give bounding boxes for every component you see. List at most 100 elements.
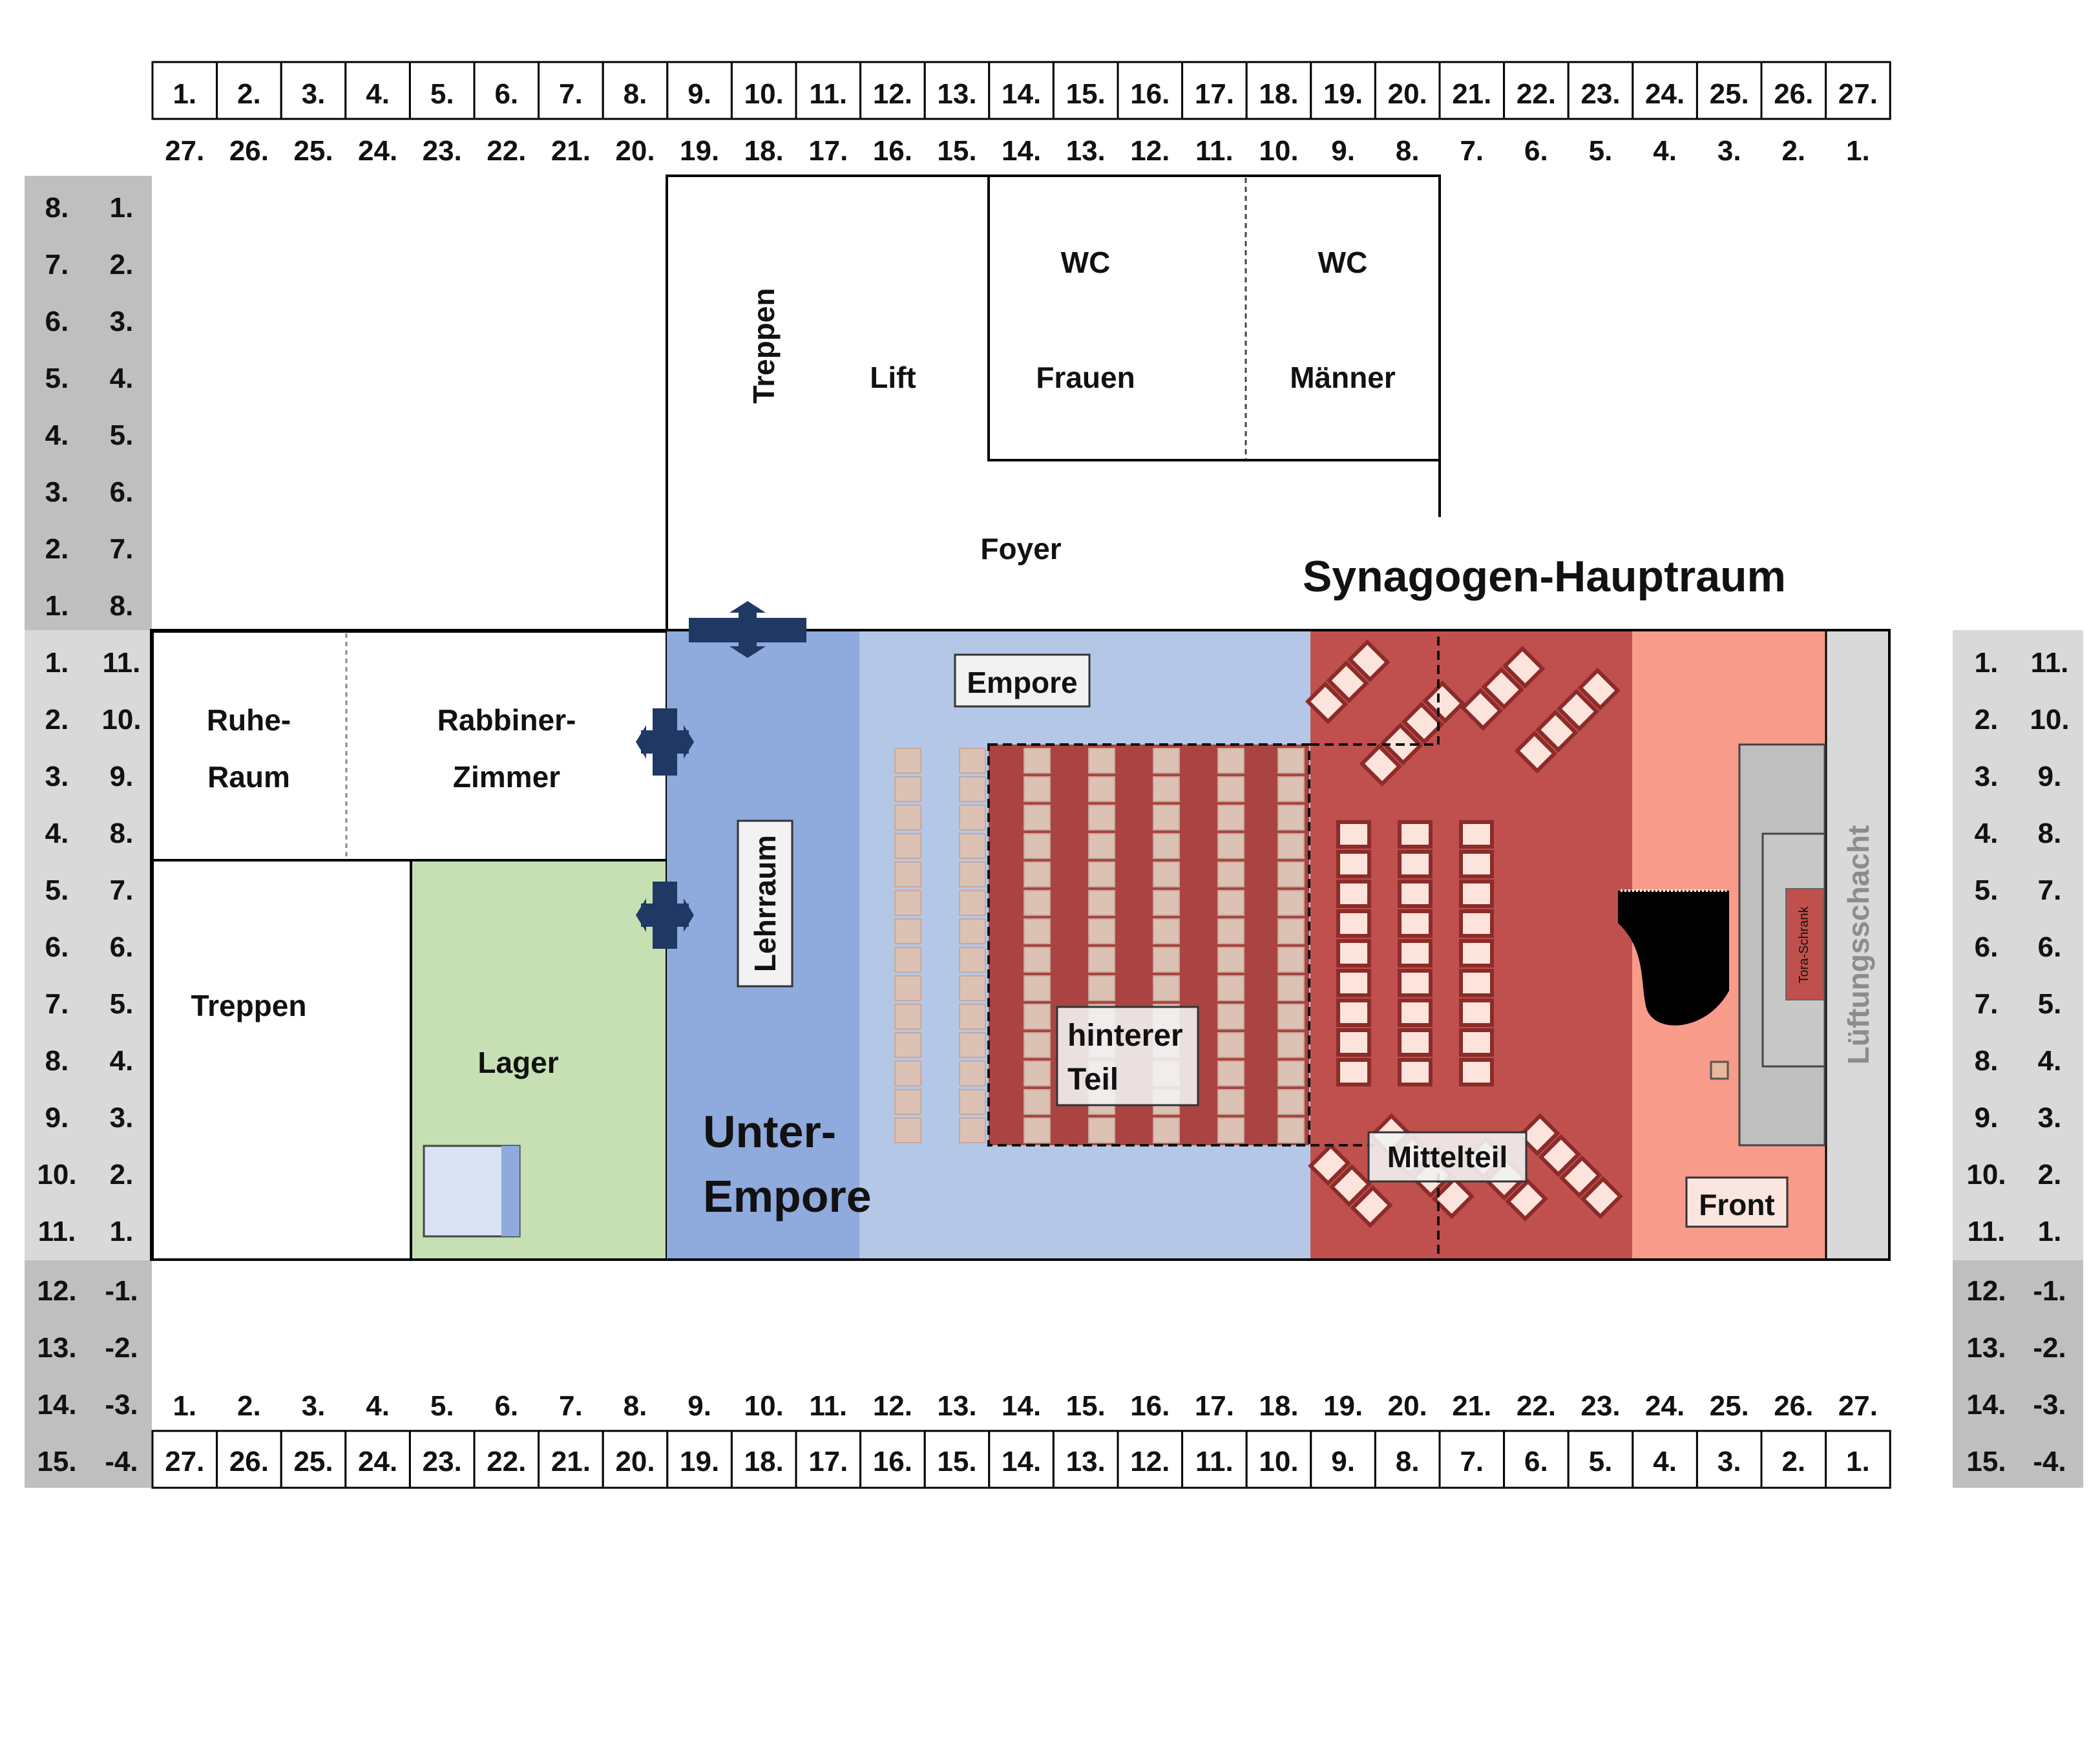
seat — [1217, 1117, 1244, 1143]
column-label: 6. — [494, 78, 518, 110]
column-label: 3. — [1717, 1446, 1741, 1477]
column-label: 2. — [1781, 1446, 1805, 1477]
seat — [1217, 947, 1244, 973]
column-cell — [666, 1430, 733, 1489]
column-cell — [1696, 1430, 1763, 1489]
column-label: 17. — [808, 135, 848, 167]
column-label: 3. — [302, 1390, 326, 1422]
label-hinterer-1: hinterer — [1067, 1019, 1183, 1053]
row-label: 4. — [45, 419, 69, 451]
label-lager: Lager — [478, 1046, 558, 1079]
column-label: 17. — [808, 1446, 848, 1477]
column-label: 25. — [293, 1446, 333, 1477]
row-label: 13. — [37, 1332, 76, 1364]
row-label: 8. — [45, 192, 69, 224]
column-label: 18. — [744, 135, 784, 167]
row-label: 1. — [1975, 647, 1999, 679]
column-label: 24. — [358, 135, 397, 167]
column-label: 23. — [423, 135, 462, 167]
row-label: 7. — [45, 988, 69, 1020]
seat — [1024, 1032, 1051, 1058]
column-cell — [151, 1430, 218, 1489]
seat — [1577, 667, 1621, 711]
row-label: 8. — [110, 818, 134, 849]
upper-rooms — [666, 174, 1441, 630]
seat — [1088, 833, 1115, 859]
seat — [894, 918, 921, 944]
seat — [1535, 710, 1579, 753]
row-label: -1. — [105, 1275, 138, 1307]
column-label: 16. — [1130, 78, 1170, 110]
seat — [1024, 1117, 1051, 1143]
row-label: 9. — [1975, 1102, 1999, 1134]
row-label: -4. — [2033, 1446, 2066, 1477]
seat — [959, 890, 986, 916]
seat — [1153, 805, 1180, 830]
column-label: 21. — [1452, 1390, 1491, 1422]
row-label: 2. — [45, 533, 69, 565]
seat — [1556, 688, 1600, 732]
seat — [1153, 918, 1180, 944]
seat — [959, 918, 986, 944]
column-label: 7. — [1460, 1446, 1484, 1477]
label-wc-maenner: Männer — [1290, 361, 1396, 394]
seat — [1350, 1185, 1393, 1229]
seat — [1153, 833, 1180, 859]
label-lueftungsschacht: Lüftungsschacht — [1842, 825, 1875, 1065]
row-label: 4. — [2038, 1045, 2062, 1077]
diagonal-bench — [1305, 639, 1391, 724]
seat — [1277, 975, 1305, 1001]
column-label: 24. — [358, 1446, 397, 1477]
seat — [1347, 639, 1391, 682]
row-label: 14. — [37, 1389, 76, 1421]
column-label: 17. — [1195, 78, 1234, 110]
label-wc-frauen: Frauen — [1036, 361, 1135, 394]
seat — [894, 776, 921, 802]
row-label: 3. — [2038, 1102, 2062, 1134]
column-cell — [344, 61, 411, 120]
row-label: 6. — [45, 306, 69, 337]
column-label: 5. — [430, 1390, 454, 1422]
column-label: 5. — [430, 78, 454, 110]
row-label: 9. — [2038, 761, 2062, 792]
column-cell — [1632, 61, 1698, 120]
row-label: 3. — [110, 1102, 134, 1134]
row-label: 6. — [45, 931, 69, 963]
row-labels-bottom-right — [1953, 1260, 2083, 1488]
label-ruhe-1: Ruhe- — [207, 703, 291, 737]
column-label: 26. — [1774, 1390, 1813, 1422]
seat — [1277, 1061, 1305, 1086]
column-label: 10. — [744, 1390, 784, 1422]
column-label: 17. — [1195, 1390, 1234, 1422]
column-label: 23. — [1580, 1390, 1620, 1422]
column-cell — [795, 61, 862, 120]
column-cell — [1052, 1430, 1119, 1489]
column-label: 20. — [1388, 1390, 1427, 1422]
column-label: 4. — [366, 78, 390, 110]
row-label: 1. — [45, 590, 69, 622]
column-label: 7. — [1460, 135, 1484, 167]
column-label: 8. — [1396, 135, 1420, 167]
row-label: 1. — [45, 647, 69, 679]
column-label: 7. — [559, 1390, 583, 1422]
seat — [1398, 969, 1433, 997]
seat — [1024, 1061, 1051, 1086]
row-label: 10. — [37, 1159, 76, 1190]
diagonal-bench — [1359, 680, 1465, 787]
column-label: 4. — [1653, 1446, 1677, 1477]
column-cell — [988, 1430, 1055, 1489]
page-title: Synagogen-Hauptraum — [1303, 552, 1786, 601]
wc-block — [987, 174, 1441, 461]
seat — [1024, 890, 1051, 916]
column-label: 3. — [302, 78, 326, 110]
seat — [1398, 939, 1433, 968]
seat — [1336, 820, 1371, 849]
seat — [1217, 918, 1244, 944]
row-label: 7. — [45, 249, 69, 280]
column-label: 9. — [1331, 1446, 1355, 1477]
row-label: 5. — [1975, 874, 1999, 906]
row-label: 7. — [110, 874, 134, 906]
seat — [1398, 850, 1433, 878]
column-cell — [1825, 61, 1891, 120]
column-label: 11. — [809, 78, 847, 110]
